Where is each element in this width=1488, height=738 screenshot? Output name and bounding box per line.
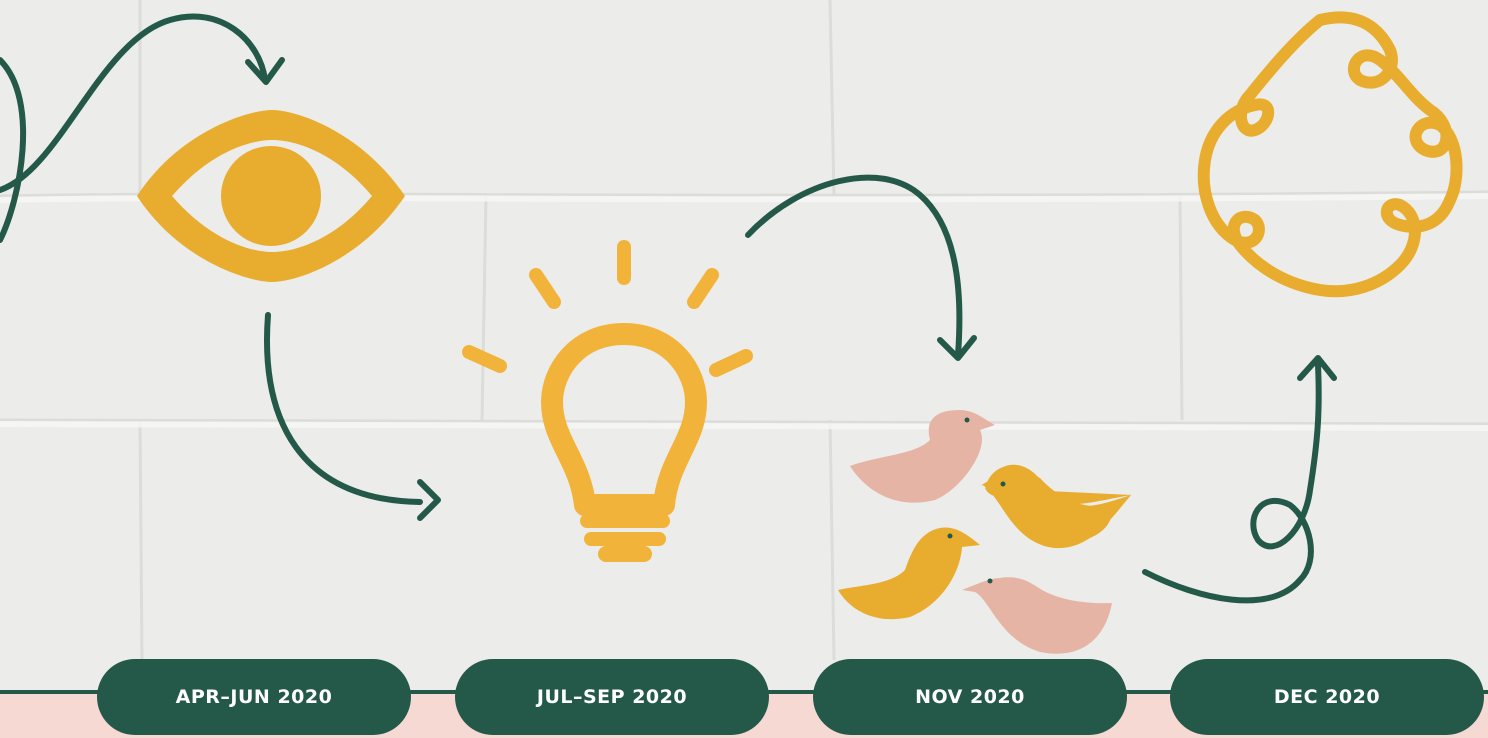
eye-icon [137,110,405,282]
arrowhead-eye [245,57,285,85]
milestone-pill-dec-2020: DEC 2020 [1170,659,1484,735]
milestone-label: JUL–SEP 2020 [536,686,688,708]
milestone-pill-apr-jun-2020: APR–JUN 2020 [97,659,411,735]
milestone-label: NOV 2020 [915,686,1025,708]
milestone-pill-jul-sep-2020: JUL–SEP 2020 [455,659,769,735]
arrowhead-birds [937,335,977,361]
lightbulb-icon [462,240,753,562]
milestone-label: APR–JUN 2020 [175,686,333,708]
birds-icon [838,410,1132,654]
arrow-to-lightbulb [264,312,423,505]
milestone-label: DEC 2020 [1273,686,1381,708]
arrowhead-cloud [1297,355,1337,381]
arrow-to-birds [745,174,963,358]
arrowhead-lightbulb [417,479,441,521]
milestone-pill-nov-2020: NOV 2020 [813,659,1127,735]
arrow-to-cloud [1142,362,1322,604]
arrow-to-eye [0,13,268,243]
loopy-circle-icon [1197,11,1463,298]
